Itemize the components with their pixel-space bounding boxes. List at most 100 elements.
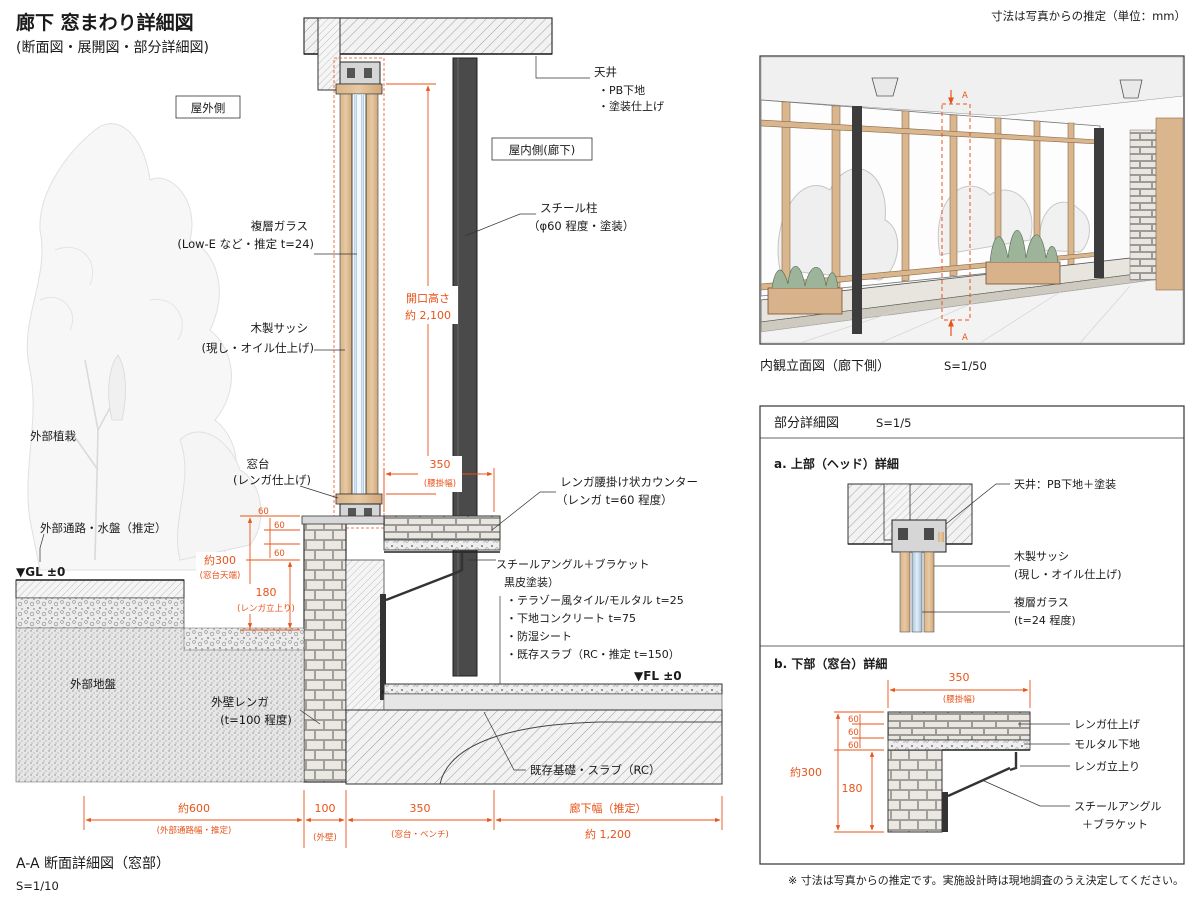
column-note: （φ60 程度・塗装） [528, 219, 634, 233]
detail-b-brick: レンガ仕上げ [1074, 718, 1140, 731]
details-scale: S=1/5 [876, 416, 911, 430]
ceiling-leader [535, 56, 590, 79]
foundation-leader [483, 711, 526, 771]
wall-leader [299, 709, 321, 725]
detail-b-60-1: 60 [848, 715, 859, 725]
floor-layer-1: ・テラゾー風タイル/モルタル t=25 [506, 594, 684, 607]
cut-mark-bottom: A [962, 333, 968, 343]
floor-layer-4: ・既存スラブ（RC・推定 t=150） [506, 647, 680, 661]
counter-label: レンガ腰掛け状カウンター [560, 475, 698, 489]
detail-b-rise: レンガ立上り [1074, 759, 1140, 773]
sill-leader [299, 485, 339, 499]
window-zone-outline [333, 57, 385, 529]
sill-note: (レンガ仕上げ) [233, 473, 311, 487]
column-label: スチール柱 [540, 201, 598, 215]
foundation-label: 既存基礎・スラブ（RC） [530, 763, 660, 777]
wall-label: 外壁レンガ [211, 695, 269, 709]
dim-300: 約300 [204, 553, 236, 567]
section-drawing: 天井 ・PB下地 ・塗装仕上げ [15, 17, 723, 893]
glass-note: (Low-E など・推定 t=24) [177, 237, 314, 251]
ceiling-note-1: ・PB下地 [598, 84, 645, 97]
fl-mark: ▼FL ±0 [634, 669, 682, 683]
floor-layer-3: ・防湿シート [506, 629, 572, 643]
detail-b-60-3: 60 [848, 741, 859, 751]
detail-b-angle-leader [981, 779, 1070, 807]
exterior-ground [15, 579, 305, 783]
detail-b-title: b. 下部（窓台）詳細 [774, 656, 887, 671]
dim-350: 350 [410, 802, 431, 815]
window-head [335, 61, 383, 95]
wall-note: (t=100 程度) [220, 713, 292, 727]
sash-label: 木製サッシ [251, 321, 309, 335]
part-details-panel: 部分詳細図 S=1/5 a. 上部（ヘッド）詳細 天井：PB下地＋塗装 木製サッ… [759, 405, 1185, 865]
estimate-note: 寸法は写真からの推定（単位：mm） [991, 9, 1186, 23]
dim-180-note: (レンガ立上り) [237, 603, 295, 614]
path-leader [39, 533, 45, 562]
detail-a-sash: 木製サッシ [1014, 549, 1069, 563]
cut-mark-top: A [962, 91, 968, 101]
elevation-title: 内観立面図（廊下側） [760, 358, 890, 374]
dim-60-top: 60 [258, 507, 269, 517]
footer-note: ※ 寸法は写真からの推定です。実施設計時は現地調査のうえ決定してください。 [788, 873, 1184, 887]
dim-60-s2: 60 [274, 549, 285, 559]
counter-note: （レンガ t=60 程度） [556, 493, 673, 507]
detail-b-350-note: (腰掛幅) [943, 694, 975, 705]
opening-height-value: 約 2,100 [405, 308, 451, 322]
elevation-scale: S=1/50 [944, 359, 987, 373]
dim-350-note: (窓台・ベンチ) [391, 829, 449, 840]
sheet-title: 廊下 窓まわり詳細図 [16, 11, 194, 34]
detail-a-sash-note: (現し・オイル仕上げ) [1014, 568, 1122, 581]
ceiling-note-2: ・塗装仕上げ [598, 99, 664, 113]
detail-b-drawing [834, 680, 1031, 833]
detail-a-title: a. 上部（ヘッド）詳細 [774, 456, 899, 471]
sheet-subtitle: (断面図・展開図・部分詳細図) [16, 40, 209, 56]
detail-b-60-2: 60 [848, 728, 859, 738]
column-leader [464, 213, 536, 237]
dim-100: 100 [315, 802, 336, 815]
dim-100-note: (外壁) [313, 832, 337, 843]
detail-a-glass: 複層ガラス [1014, 595, 1069, 609]
section-title: A-A 断面詳細図（窓部） [16, 855, 170, 872]
detail-b-180: 180 [842, 782, 863, 795]
path-label: 外部通路・水盤（推定） [40, 521, 167, 535]
dim-300-note: (窓台天端) [200, 570, 241, 581]
seat-width-value: 350 [430, 458, 451, 471]
label-outside: 屋外側 [191, 101, 226, 115]
details-title: 部分詳細図 [774, 415, 839, 431]
sheet-header: 廊下 窓まわり詳細図 (断面図・展開図・部分詳細図) 寸法は写真からの推定（単位… [16, 9, 1186, 56]
sill-height-dims [240, 515, 300, 631]
detail-b-mortar: モルタル下地 [1074, 738, 1140, 751]
seat-width-note: (腰掛幅) [424, 478, 456, 489]
dim-60-s1: 60 [274, 521, 285, 531]
angle-label: スチールアングル＋ブラケット [496, 557, 650, 571]
opening-height-label: 開口高さ [406, 291, 450, 305]
glass-label: 複層ガラス [251, 219, 308, 233]
brick-counter [383, 515, 501, 553]
dim-1200: 約 1,200 [585, 827, 631, 841]
steel-column [452, 57, 478, 677]
ceiling-label: 天井 [594, 65, 617, 79]
bottom-dims [83, 790, 723, 848]
counter-leader [491, 491, 556, 531]
floor-layer-2: ・下地コンクリート t=75 [506, 612, 636, 625]
detail-a-ceiling-leader [945, 483, 1010, 525]
exterior-brick-wall [303, 521, 347, 783]
ceiling-slab [303, 17, 553, 55]
detail-a-glass-note: (t=24 程度) [1014, 613, 1076, 627]
label-inside: 屋内側(廊下) [509, 143, 575, 157]
interior-floor [345, 683, 723, 785]
dim-600: 約600 [178, 801, 210, 815]
detail-b-angle-note: ＋ブラケット [1082, 817, 1148, 831]
dim-180: 180 [256, 586, 277, 599]
dim-1200-head: 廊下幅（推定） [570, 801, 647, 815]
steel-bracket [380, 553, 464, 700]
interior-elevation: A A 内観立面図（廊下側） S=1/50 [759, 55, 1185, 374]
detail-a-drawing [847, 483, 973, 633]
sash-note: (現し・オイル仕上げ) [202, 341, 314, 355]
detail-b-350: 350 [949, 671, 970, 684]
planting-label: 外部植栽 [30, 429, 76, 443]
sill-label: 窓台 [247, 457, 270, 471]
detail-b-300: 約300 [790, 765, 822, 779]
dim-600-note: (外部通路幅・推定) [157, 825, 232, 836]
